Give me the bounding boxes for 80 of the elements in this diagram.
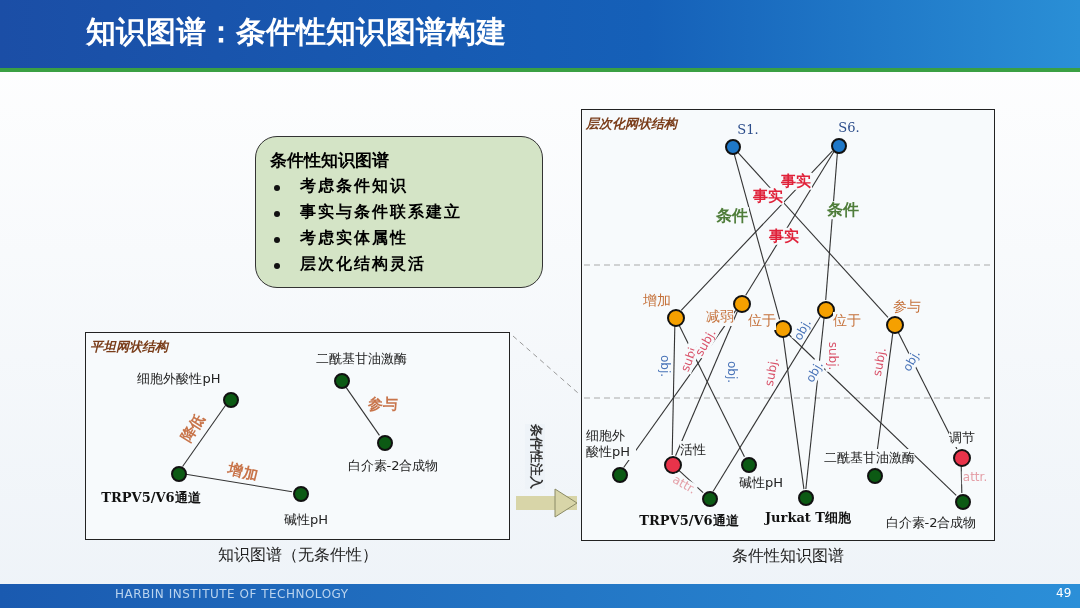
node-label: 增加: [643, 292, 671, 310]
bullet-item: 层次化结构灵活: [300, 254, 426, 275]
graph-node: [223, 392, 239, 408]
edge-label: 参与: [367, 395, 399, 413]
edge-label: 条件: [826, 201, 860, 219]
relation-line: [678, 324, 745, 458]
node-label: 减弱: [706, 308, 734, 326]
graph-node: [377, 435, 393, 451]
page-number: 49: [1056, 586, 1072, 600]
note-box: [255, 136, 543, 288]
relation-line: [745, 151, 835, 296]
relation-line: [675, 310, 738, 457]
panel-caption: 知识图谱（无条件性）: [216, 545, 379, 566]
node-label: 位于: [748, 312, 776, 330]
graph-node: [171, 466, 187, 482]
edge-label: 条件性注入: [524, 424, 545, 489]
bullet-item: 考虑实体属性: [300, 228, 408, 249]
node-label: Jurkat T细胞: [764, 509, 852, 527]
panel-heading: 平坦网状结构: [90, 338, 168, 356]
edge-label: 条件: [715, 207, 749, 225]
graph-node: [612, 467, 628, 483]
relation-line: [185, 473, 293, 493]
graph-node: [334, 373, 350, 389]
footer-text: HARBIN INSTITUTE OF TECHNOLOGY: [115, 587, 349, 601]
graph-node: [817, 301, 835, 319]
slide-title: 知识图谱：条件性知识图谱构建: [86, 13, 506, 51]
graph-node: [955, 494, 971, 510]
edge-label: attr.: [961, 471, 989, 485]
node-label: 碱性pH: [284, 511, 328, 529]
relation-line: [345, 386, 380, 436]
block-arrow: [516, 488, 578, 518]
node-label: 白介素-2合成物: [885, 514, 977, 532]
edge-label: obj.: [657, 353, 671, 379]
edge-label: obj.: [724, 359, 738, 385]
node-label: TRPV5/V6通道: [639, 512, 739, 530]
graph-node: [953, 449, 971, 467]
panel-caption: 条件性知识图谱: [731, 546, 845, 567]
edge-label: 事实: [768, 227, 800, 245]
node-label: 细胞外酸性pH: [137, 370, 221, 388]
node-label: 白介素-2合成物: [347, 457, 439, 475]
relation-line: [671, 325, 676, 456]
graph-node: [886, 316, 904, 334]
node-label: 二酰基甘油激酶: [823, 449, 915, 467]
relation-line: [960, 465, 963, 494]
edge-label: 事实: [752, 187, 784, 205]
node-label: 细胞外酸性pH: [586, 428, 636, 460]
node-label: 位于: [833, 312, 861, 330]
graph-node: [831, 138, 847, 154]
relation-line: [733, 153, 781, 320]
bullet-item: 考虑条件知识: [300, 176, 408, 197]
node-label: 碱性pH: [739, 474, 783, 492]
relation-line: [782, 336, 805, 490]
graph-node: [867, 468, 883, 484]
graph-node: [664, 456, 682, 474]
relation-line: [182, 405, 226, 467]
graph-node: [798, 490, 814, 506]
node-label: TRPV5/V6通道: [101, 489, 201, 507]
graph-node: [293, 486, 309, 502]
relation-line: [825, 152, 838, 301]
node-label: S1.: [737, 121, 759, 137]
node-label: 调节: [949, 429, 975, 447]
relation-line: [787, 333, 957, 496]
graph-node: [774, 320, 792, 338]
relation-line: [736, 151, 889, 318]
edge-label: subj.: [825, 340, 839, 372]
graph-node: [741, 457, 757, 473]
node-label: 参与: [893, 298, 921, 316]
graph-node: [733, 295, 751, 313]
graph-node: [702, 491, 718, 507]
graph-node: [725, 139, 741, 155]
relation-line: [680, 150, 834, 312]
node-label: 活性: [680, 441, 706, 459]
node-label: 二酰基甘油激酶: [315, 350, 407, 368]
note-heading: 条件性知识图谱: [270, 149, 389, 172]
relation-line: [712, 316, 821, 492]
node-label: S6.: [838, 119, 860, 135]
panel-heading: 层次化网状结构: [586, 115, 677, 133]
edge-label: 事实: [780, 172, 812, 190]
graph-node: [667, 309, 685, 327]
bullet-item: 事实与条件联系建立: [300, 202, 462, 223]
